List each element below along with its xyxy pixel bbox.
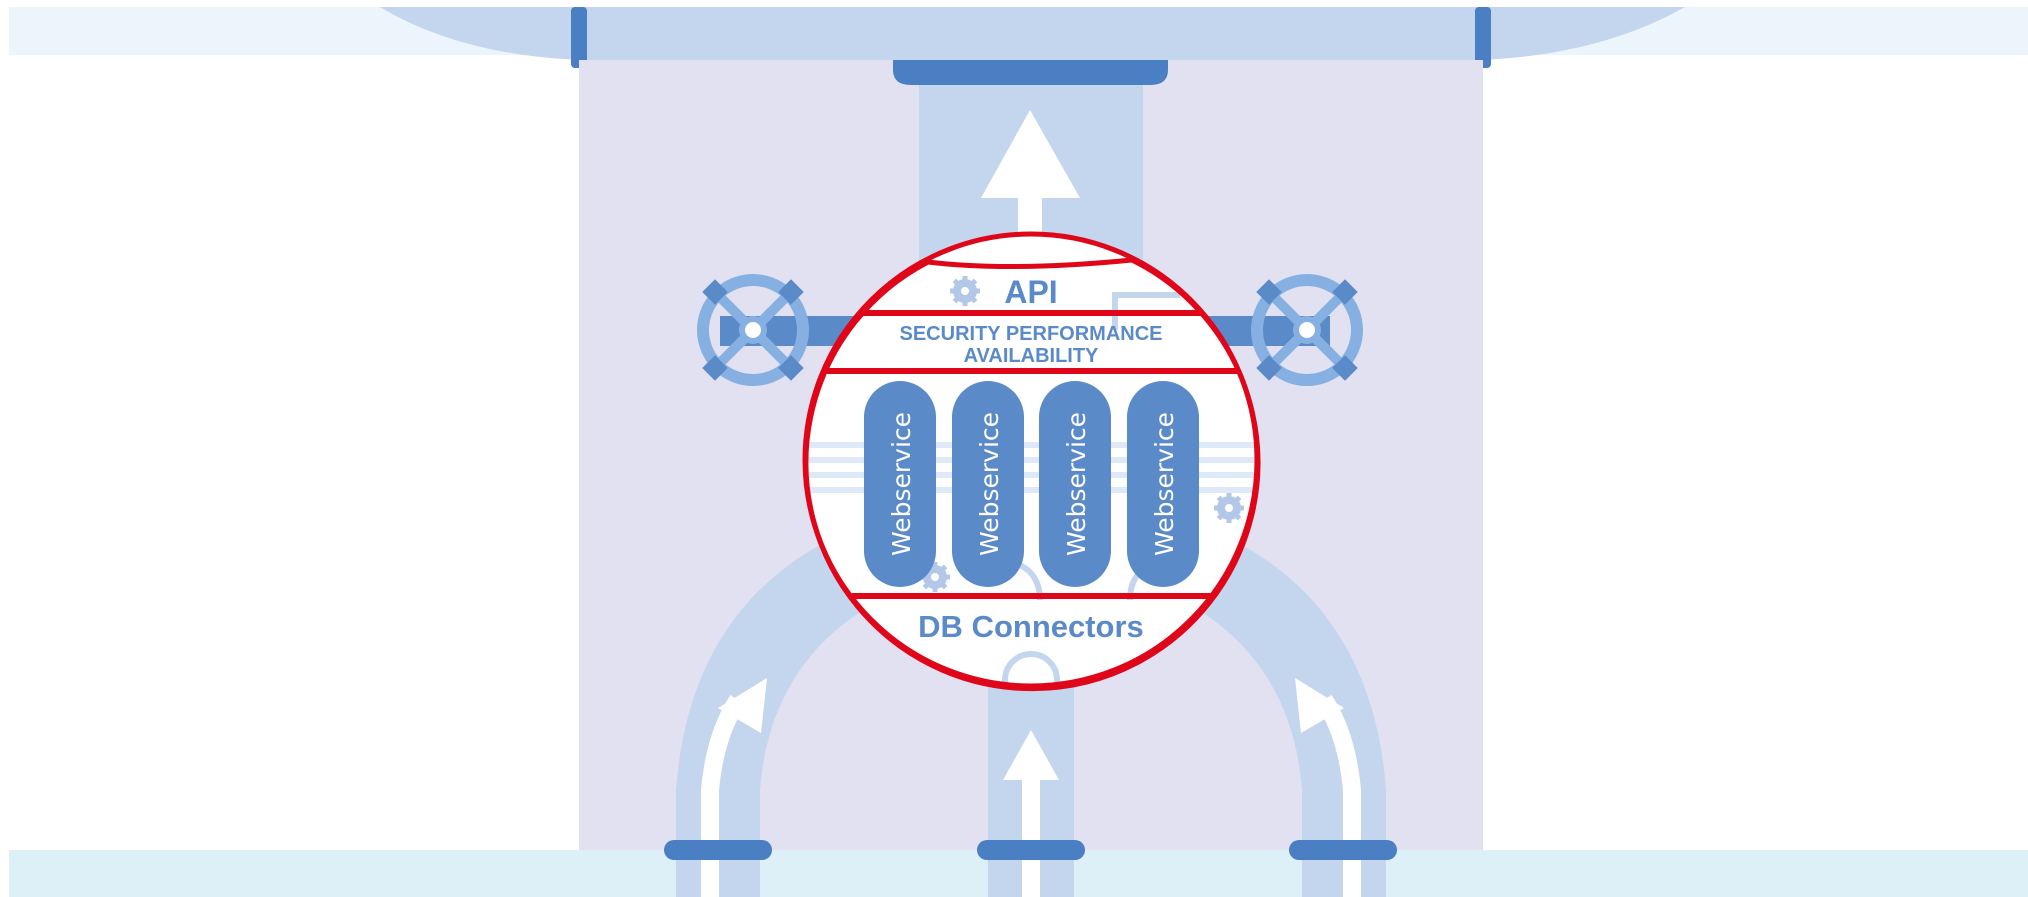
webservice-pill[interactable]: Webservice [952,381,1024,587]
arrow-up-icon [701,678,767,897]
right-inflow-pipe [1182,530,1386,897]
pipe-clamp-left [664,840,772,860]
middleware-label-line1: SECURITY PERFORMANCE [900,323,1163,345]
pipe-clamp-center [977,840,1085,860]
arrow-up-icon [1003,730,1059,897]
webservice-pill[interactable]: Webservice [1039,381,1111,587]
left-inflow-pipe [676,530,880,897]
middleware-label-line2: AVAILABILITY [964,345,1099,367]
top-pipe-clamp-right [1475,7,1491,68]
api-pipe-flange [893,60,1168,85]
webservice-label: Webservice [1150,412,1179,556]
top-pipe-clamp-left [571,7,587,68]
webservice-pill[interactable]: Webservice [864,381,936,587]
pipe-clamp-right [1289,840,1397,860]
webservice-label: Webservice [887,412,916,556]
webservice-pill[interactable]: Webservice [1127,381,1199,587]
api-label: API [1004,274,1057,310]
top-pipe [380,7,1685,60]
gear-icon [950,276,980,306]
db-connectors-label: DB Connectors [918,609,1144,644]
webservice-label: Webservice [975,412,1004,556]
arrow-up-icon [1295,678,1361,897]
webservice-label: Webservice [1062,412,1091,556]
gear-icon [1214,493,1244,523]
